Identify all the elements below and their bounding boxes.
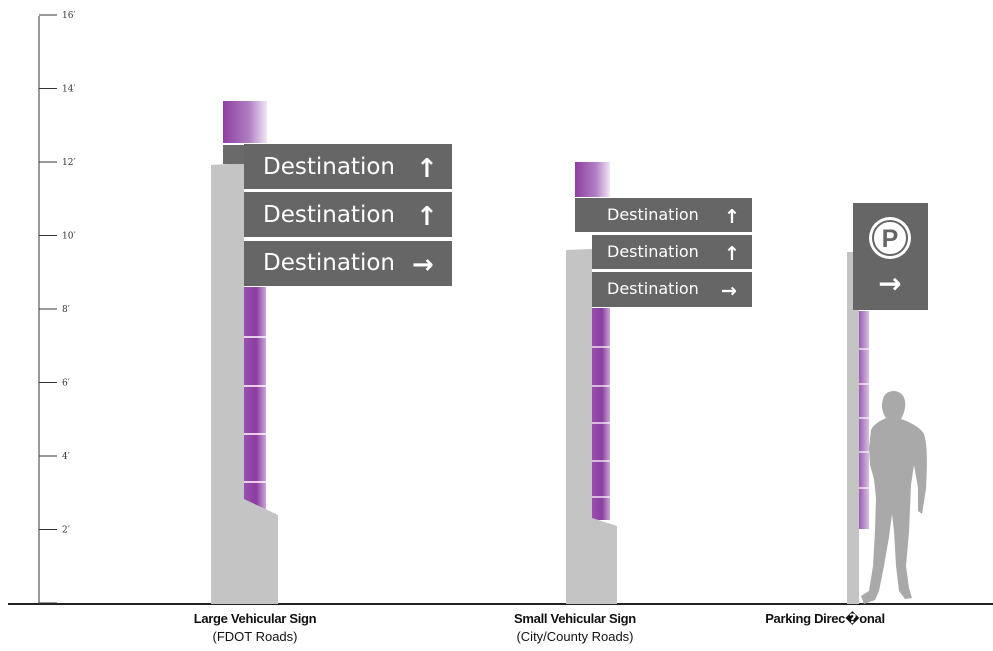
destination-panel xyxy=(244,241,452,286)
large-sign-header-strip xyxy=(223,145,244,164)
parking-sign-caption: Parking Direc�onal xyxy=(740,610,910,628)
parking-p-letter: P xyxy=(882,225,899,253)
scale-tick-label: 10′ xyxy=(62,232,76,242)
destination-label: Destination xyxy=(263,154,395,180)
caption-title: Large Vehicular Sign xyxy=(193,611,317,626)
scale-tick-label: 6′ xyxy=(62,379,70,389)
small-sign-purple-column xyxy=(592,308,610,520)
small-sign-caption: Small Vehicular Sign (City/County Roads) xyxy=(470,610,680,646)
large-sign-column-dividers xyxy=(244,336,266,483)
small-sign-panels: Destination ↑ Destination ↑ Destination … xyxy=(575,198,752,307)
scale-tick-label: 4′ xyxy=(62,452,70,462)
parking-directional-sign: P → xyxy=(847,203,928,604)
destination-panel xyxy=(244,192,452,237)
destination-panel xyxy=(592,235,752,269)
caption-title: Small Vehicular Sign xyxy=(514,611,636,626)
arrow-right-icon: → xyxy=(412,250,434,280)
scale-tick-label: 16′ xyxy=(62,11,76,21)
large-sign-purple-column xyxy=(244,287,266,509)
arrow-right-icon: → xyxy=(721,280,737,302)
large-vehicular-sign: Destination ↑ Destination ↑ Destination … xyxy=(211,101,452,604)
destination-label: Destination xyxy=(607,279,699,298)
arrow-up-icon: ↑ xyxy=(416,202,438,232)
small-sign-post xyxy=(566,249,617,604)
destination-panel xyxy=(575,198,752,232)
caption-subtitle: (City/County Roads) xyxy=(516,629,634,644)
destination-panel xyxy=(244,144,452,189)
caption-subtitle: (FDOT Roads) xyxy=(212,629,298,644)
arrow-right-icon: → xyxy=(878,267,901,300)
scale-tick-label: 14′ xyxy=(62,85,76,95)
parking-p-icon-ring xyxy=(872,220,908,256)
person-silhouette-icon xyxy=(861,391,927,604)
small-sign-column-dividers xyxy=(592,346,610,498)
small-vehicular-sign: Destination ↑ Destination ↑ Destination … xyxy=(566,162,752,604)
large-sign-panels: Destination ↑ Destination ↑ Destination … xyxy=(244,144,452,286)
large-sign-post xyxy=(211,163,278,604)
caption-title: Parking Direc�onal xyxy=(765,611,885,626)
scale-tick-label: 12′ xyxy=(62,158,76,168)
parking-p-icon xyxy=(869,217,911,259)
destination-label: Destination xyxy=(607,205,699,224)
parking-sign-strip-dividers xyxy=(859,348,869,489)
destination-label: Destination xyxy=(263,202,395,228)
arrow-up-icon: ↑ xyxy=(724,206,740,228)
scale-tick-label: 2′ xyxy=(62,526,70,536)
destination-panel xyxy=(592,272,752,307)
parking-sign-pole xyxy=(847,252,859,604)
arrow-up-icon: ↑ xyxy=(416,154,438,184)
parking-sign-purple-strip xyxy=(859,311,869,529)
arrow-up-icon: ↑ xyxy=(724,243,740,265)
height-scale: 2′ 4′ 6′ 8′ 10′ 12′ 14′ 16′ xyxy=(38,11,76,604)
destination-label: Destination xyxy=(263,250,395,276)
large-sign-caption: Large Vehicular Sign (FDOT Roads) xyxy=(150,610,360,646)
small-sign-cap xyxy=(575,162,610,197)
large-sign-cap xyxy=(223,101,267,143)
destination-label: Destination xyxy=(607,242,699,261)
scale-tick-label: 8′ xyxy=(62,305,70,315)
